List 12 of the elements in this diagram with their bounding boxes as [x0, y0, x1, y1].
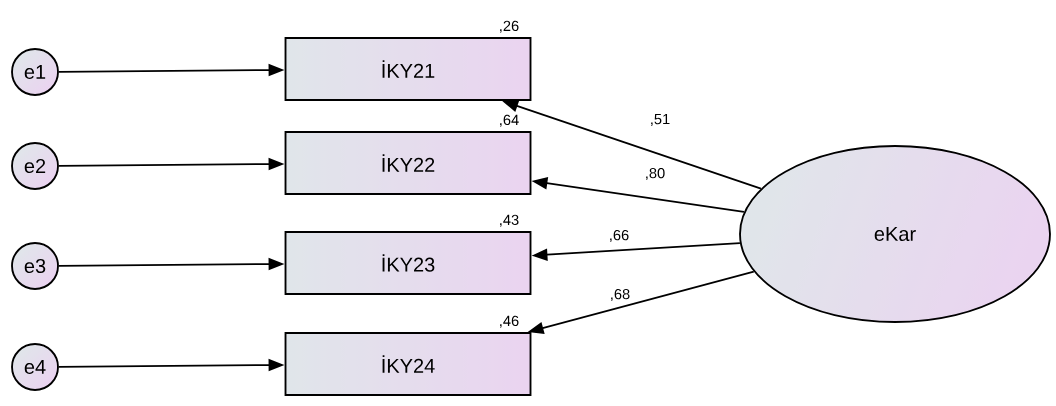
value-label: ,26	[500, 20, 519, 33]
variable-box: İKY22	[284, 131, 532, 195]
value-label: ,43	[500, 214, 519, 227]
edge-label: ,66	[607, 228, 631, 244]
variable-box: İKY21	[284, 37, 532, 101]
value-label: ,46	[500, 315, 519, 328]
variable-box: İKY23	[284, 231, 532, 295]
edge-label: ,80	[643, 166, 667, 182]
edge-label: ,51	[648, 112, 672, 128]
variable-box: İKY24	[284, 332, 532, 396]
value-label: ,64	[500, 114, 519, 127]
edge-label: ,68	[608, 287, 632, 303]
